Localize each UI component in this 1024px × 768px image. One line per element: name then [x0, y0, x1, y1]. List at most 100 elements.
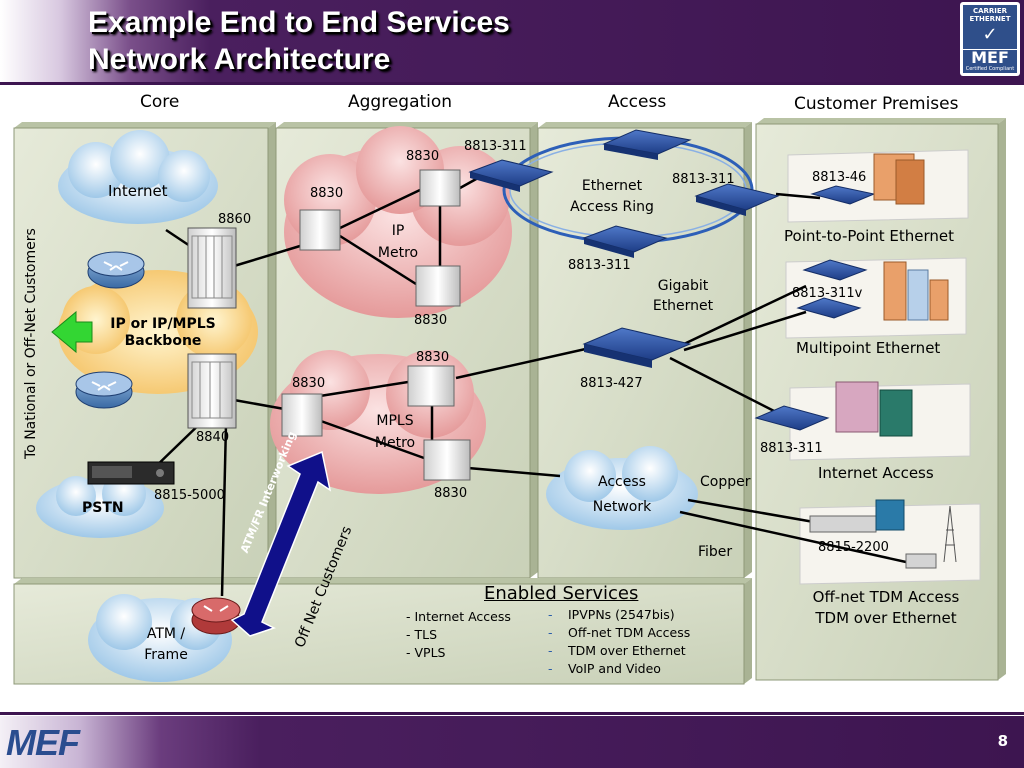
gigabit-2: Ethernet: [652, 298, 714, 314]
ip-metro-1: IP: [391, 223, 405, 239]
label-8813-311v: 8813-311v: [792, 286, 863, 301]
label-8813-46: 8813-46: [812, 170, 867, 185]
column-aggregation: Aggregation: [348, 92, 453, 112]
service-item: - Internet Access: [406, 609, 511, 624]
caption-p2p-ethernet: Point-to-Point Ethernet: [784, 227, 955, 245]
copper-label: Copper: [700, 474, 751, 490]
service-item: -Off-net TDM Access: [548, 624, 690, 642]
service-item: -IPVPNs (2547bis): [548, 606, 690, 624]
building-icon: [835, 153, 949, 531]
agg-switch-8830: [281, 169, 471, 481]
internet-label: Internet: [108, 182, 168, 200]
label-ring-8813-311-c: 8813-311: [568, 258, 631, 273]
column-core: Core: [140, 92, 180, 112]
to-national-label: To National or Off-Net Customers: [23, 228, 39, 459]
mpls-metro-1: MPLS: [376, 413, 414, 429]
router-icon: [87, 251, 145, 289]
label-8815-2200: 8815-2200: [818, 540, 889, 555]
chassis-8860: [187, 227, 237, 309]
atm-fr-interworking-arrow: [230, 450, 332, 637]
enabled-services-title: Enabled Services: [484, 583, 639, 604]
label-8840: 8840: [196, 430, 230, 445]
label-8830-e: 8830: [292, 376, 326, 391]
label-ring-8813-311-b: 8813-311: [672, 172, 735, 187]
label-8830-b: 8830: [310, 186, 344, 201]
label-8830-a: 8830: [406, 149, 440, 164]
backbone-label-2: Backbone: [124, 333, 202, 349]
pstn-label: PSTN: [82, 500, 124, 516]
device-8815-5000: [87, 461, 175, 485]
bullet-dash: -: [548, 625, 553, 640]
header-rule: [0, 82, 1024, 85]
access-network-cloud: [546, 446, 698, 530]
service-text: IPVPNs (2547bis): [568, 607, 675, 622]
footer-bar: MEF 8: [0, 716, 1024, 768]
label-cust-8813-311: 8813-311: [760, 441, 823, 456]
chassis-8840: [187, 353, 237, 429]
title-line-1: Example End to End Services: [88, 6, 510, 39]
caption-tdm-2: TDM over Ethernet: [815, 609, 957, 627]
gigabit-1: Gigabit: [657, 278, 709, 294]
page-number: 8: [997, 732, 1008, 750]
bullet-dash: -: [548, 643, 553, 658]
badge-subtext: Certified Compliant: [965, 66, 1015, 72]
access-network-2: Network: [592, 499, 652, 515]
label-8830-c: 8830: [414, 313, 448, 328]
access-network-1: Access: [598, 474, 646, 490]
ring-label-1: Ethernet: [581, 178, 643, 194]
gigabit-ethernet-label: Gigabit Ethernet: [642, 276, 724, 316]
atm-frame-label: ATM / Frame: [130, 624, 202, 666]
footer-rule: [0, 712, 1024, 715]
services-right-list: -IPVPNs (2547bis) -Off-net TDM Access -T…: [548, 606, 690, 678]
service-item: -TDM over Ethernet: [548, 642, 690, 660]
title-line-2: Network Architecture: [88, 43, 391, 76]
label-8830-d: 8830: [416, 350, 450, 365]
badge-top-text: CARRIER ETHERNET: [969, 7, 1011, 23]
bullet-dash: -: [548, 607, 553, 622]
ring-switch-8813-311: [468, 129, 780, 258]
bullet-dash: -: [548, 661, 553, 676]
mpls-metro-label: MPLS Metro: [364, 410, 426, 454]
caption-tdm: Off-net TDM Access TDM over Ethernet: [790, 587, 982, 629]
atm-label-1: ATM /: [146, 626, 186, 642]
access-network-label: Access Network: [582, 470, 662, 520]
badge-logo: MEF Certified Compliant: [963, 50, 1017, 73]
column-access: Access: [608, 92, 667, 112]
atm-switch-icon: [191, 597, 241, 635]
mpls-metro-2: Metro: [374, 435, 416, 451]
slide-title: Example End to End Services Network Arch…: [88, 4, 510, 78]
internet-cloud: [58, 130, 218, 224]
device-8815-2200: [809, 515, 937, 569]
customer-switches: [754, 185, 876, 431]
backbone-label: IP or IP/MPLS Backbone: [104, 316, 222, 350]
ring-label-2: Access Ring: [570, 199, 654, 215]
label-8813-427: 8813-427: [580, 376, 643, 391]
antenna-tower-icon: [943, 505, 957, 563]
service-text: Off-net TDM Access: [568, 625, 691, 640]
label-8815-5000: 8815-5000: [154, 488, 225, 503]
network-diagram: [13, 118, 1006, 685]
badge-logo-text: MEF: [971, 48, 1009, 67]
pstn-cloud: [36, 472, 164, 538]
services-left-list: - Internet Access - TLS - VPLS: [406, 608, 511, 662]
mef-logo: MEF: [6, 722, 80, 763]
service-text: TDM over Ethernet: [568, 643, 686, 658]
router-icon: [75, 371, 133, 409]
backbone-label-1: IP or IP/MPLS: [110, 316, 216, 332]
service-text: VoIP and Video: [568, 661, 661, 676]
service-item: -VoIP and Video: [548, 660, 690, 678]
label-8830-f: 8830: [434, 486, 468, 501]
switch-8813-427: [582, 327, 692, 368]
label-8860: 8860: [218, 212, 252, 227]
carrier-ethernet-check-icon: CARRIER ETHERNET ✓: [963, 5, 1017, 49]
service-item: - TLS: [406, 627, 438, 642]
mef-certified-badge: CARRIER ETHERNET ✓ MEF Certified Complia…: [960, 2, 1020, 76]
caption-internet-access: Internet Access: [818, 464, 934, 482]
title-bar: Example End to End Services Network Arch…: [0, 0, 1024, 82]
ip-metro-label: IP Metro: [370, 220, 426, 264]
atm-label-2: Frame: [144, 647, 188, 663]
fiber-label: Fiber: [698, 544, 733, 560]
service-item: - VPLS: [406, 645, 446, 660]
check-icon: ✓: [982, 24, 998, 45]
column-customer-premises: Customer Premises: [794, 94, 959, 114]
